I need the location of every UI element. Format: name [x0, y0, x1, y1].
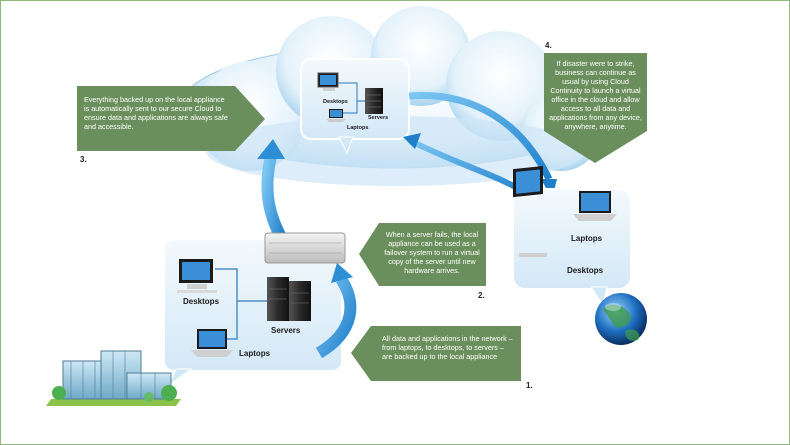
callout-1: All data and applications in the network… — [371, 326, 521, 381]
callout-2-number: 2. — [478, 291, 485, 300]
remote-desktops-label: Desktops — [567, 266, 604, 275]
cloud-server-icon — [365, 88, 383, 114]
local-server-icon — [267, 277, 311, 321]
office-building-image — [46, 350, 181, 406]
local-connector-line — [227, 301, 238, 340]
callout-3-number: 3. — [80, 155, 87, 164]
cloud-connector-line — [343, 101, 358, 114]
cloud-laptop-icon — [326, 109, 346, 122]
cloud-desktops-label: Desktops — [323, 99, 348, 105]
callout-2-text: When a server fails, the local appliance… — [384, 230, 480, 275]
local-desktop-icon — [177, 259, 217, 293]
cloud-laptops-label: Laptops — [347, 125, 369, 131]
remote-laptops-label: Laptops — [571, 234, 603, 243]
cloud-servers-label: Servers — [368, 115, 389, 121]
remote-laptop-icon — [573, 191, 617, 221]
callout-4-text: If disaster were to strike, business can… — [549, 59, 642, 131]
local-laptops-label: Laptops — [239, 349, 271, 358]
local-appliance — [264, 232, 346, 264]
callout-4-shape — [544, 53, 647, 163]
remote-desktop-icon — [513, 166, 547, 257]
callout-2: When a server fails, the local appliance… — [379, 223, 486, 286]
local-laptop-icon — [191, 329, 233, 357]
callout-2-shape — [359, 223, 486, 286]
cloud-desktop-icon — [317, 72, 339, 91]
callout-3-shape — [77, 86, 265, 151]
callout-1-shape — [351, 326, 521, 381]
local-to-cloud-arrow — [257, 139, 289, 244]
cloud-connector-line — [338, 82, 365, 102]
callout-3-text: Everything backed up on the local applia… — [84, 95, 228, 131]
callout-1-text: All data and applications in the network… — [382, 334, 513, 361]
callout-1-number: 1. — [526, 381, 533, 390]
callout-3: Everything backed up on the local applia… — [77, 86, 247, 152]
remote-access-bubble — [512, 188, 632, 307]
callout-4-number: 4. — [545, 41, 552, 50]
callout-4: If disaster were to strike, business can… — [544, 53, 647, 163]
globe-icon — [595, 293, 647, 345]
local-backup-arrow — [315, 263, 357, 359]
local-servers-label: Servers — [271, 326, 301, 335]
cloud-bubble — [300, 58, 410, 155]
local-desktops-label: Desktops — [183, 297, 220, 306]
local-connector-line — [215, 268, 267, 302]
